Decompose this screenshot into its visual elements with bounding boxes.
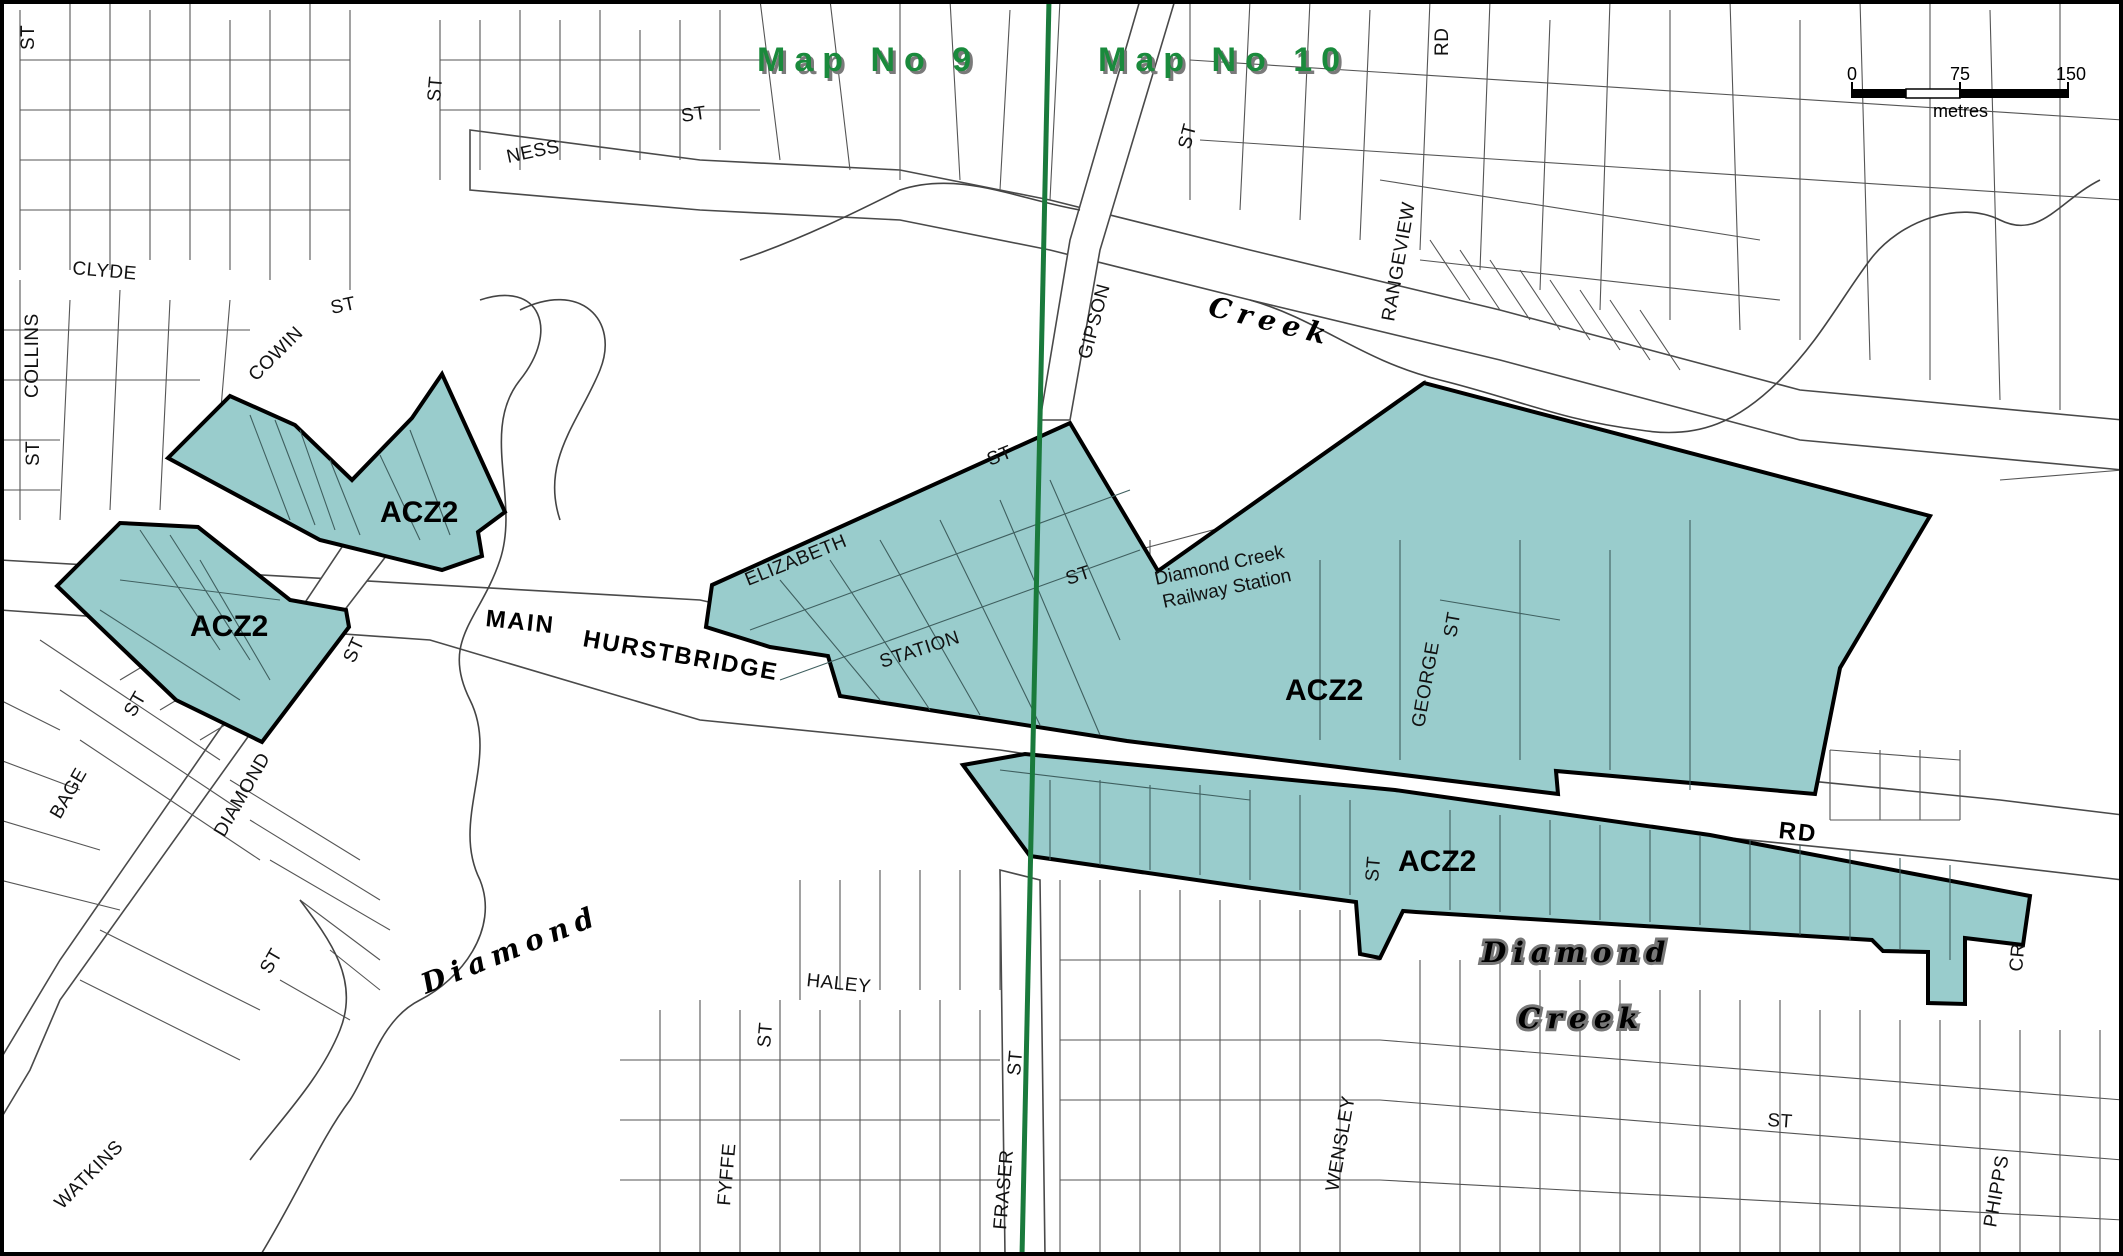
- street-label-haley-st: ST: [754, 1021, 777, 1048]
- scale-tick-0: 0: [1847, 64, 1857, 84]
- street-label-bage-st: ST: [120, 688, 151, 720]
- street-label-phipps: PHIPPS: [1980, 1154, 2013, 1229]
- street-label-gipson-st: ST: [1175, 121, 1202, 151]
- scale-segment-3: [1960, 89, 2068, 98]
- scale-tick-75: 75: [1950, 64, 1970, 84]
- street-label-watkins: WATKINS: [51, 1136, 128, 1213]
- street-label-fraser-st: ST: [1004, 1049, 1027, 1076]
- street-label-diamond-st: ST: [339, 634, 369, 666]
- street-label-wensley-st: ST: [1767, 1110, 1794, 1133]
- map-sheet-divider-line: [1019, 0, 1052, 1256]
- zone-polygon-west: [54, 520, 352, 745]
- zone-label-w: ACZ2: [190, 610, 268, 643]
- street-label-clyde: CLYDE: [72, 258, 138, 285]
- scale-segment-2: [1905, 88, 1961, 99]
- scale-tick-150: 150: [2056, 64, 2086, 84]
- zone-labels: ACZ2 ACZ2 ACZ2 ACZ2: [190, 496, 1476, 878]
- street-label-george-st: ST: [1440, 610, 1465, 639]
- street-label-haley: HALEY: [805, 970, 872, 998]
- waterway-label-diamond-town-shadow: Diamond: [1481, 936, 1672, 969]
- street-label-cr: CR: [2006, 942, 2029, 972]
- scale-bar: 0 75 150 metres: [1847, 64, 2086, 121]
- waterway-label-diamond-left: Diamond: [415, 899, 605, 1001]
- street-label-wensley: WENSLEY: [1322, 1094, 1359, 1193]
- scale-unit-label: metres: [1933, 101, 1988, 121]
- creek-lines: [249, 179, 2101, 1256]
- waterway-label-diamond-town: Diamond: [1481, 936, 1672, 969]
- map-sheet-labels: Map No 9 Map No 9 Map No 10 Map No 10: [757, 41, 1352, 82]
- street-label-st-south: ST: [1362, 855, 1385, 882]
- street-label-st-top: ST: [424, 75, 447, 102]
- street-label-st-mid: ST: [256, 945, 287, 977]
- street-label-st-topleft: ST: [18, 25, 39, 50]
- map-no-10-label: Map No 10: [1098, 41, 1349, 79]
- map-no-9-shadow: Map No 9: [760, 44, 983, 82]
- waterway-label-creek-town: Creek: [1518, 1002, 1645, 1035]
- zone-polygon-station: [703, 380, 1934, 797]
- waterway-label-creek-town-shadow: Creek: [1518, 1002, 1645, 1035]
- zone-polygon-south: [959, 751, 2033, 1007]
- zone-label-south: ACZ2: [1398, 845, 1476, 878]
- zone-label-nw: ACZ2: [380, 496, 458, 529]
- map-no-9-label: Map No 9: [757, 41, 980, 79]
- street-label-rd-top: RD: [1432, 28, 1453, 56]
- scale-segment-1: [1852, 89, 1906, 98]
- acz2-zones: [54, 369, 2033, 1007]
- street-label-collins: COLLINS: [22, 313, 43, 398]
- street-label-clyde-st: ST: [329, 293, 358, 319]
- map-no-10-shadow: Map No 10: [1101, 44, 1352, 82]
- zone-polygon-north-west: [164, 369, 508, 573]
- street-label-collins-st: ST: [23, 441, 44, 466]
- street-label-bage: BAGE: [46, 765, 92, 823]
- street-label-rd: RD: [1777, 817, 1818, 848]
- street-label-cowin: COWIN: [245, 323, 308, 386]
- zone-label-station: ACZ2: [1285, 674, 1363, 707]
- street-label-ness-st: ST: [680, 103, 708, 127]
- street-label-fyffe: FYFFE: [714, 1142, 740, 1206]
